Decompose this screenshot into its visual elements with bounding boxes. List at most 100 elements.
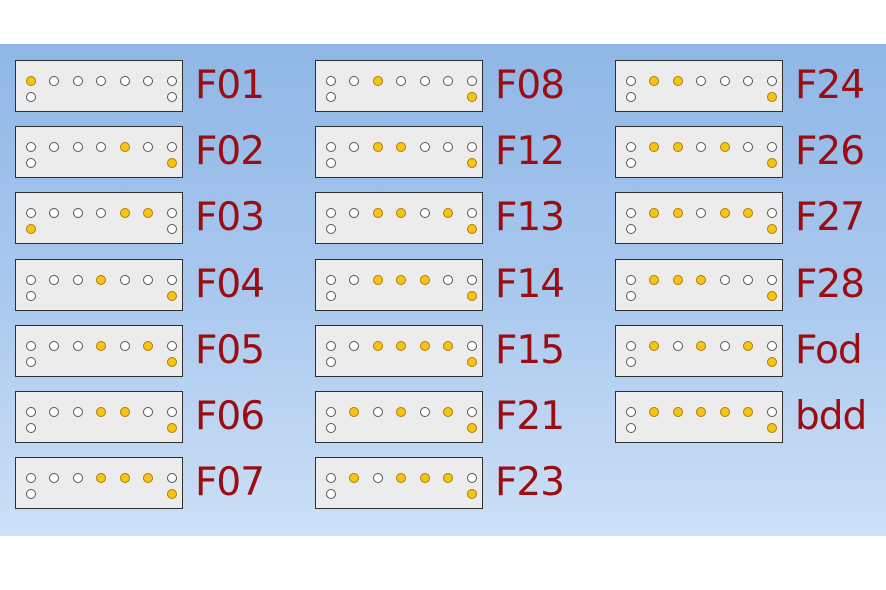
dot-filled xyxy=(466,158,477,169)
dot-filled xyxy=(766,92,777,102)
dot-filled xyxy=(396,142,406,153)
dot-filled xyxy=(719,208,730,219)
dot-empty xyxy=(419,76,430,86)
code-label: F12 xyxy=(495,129,565,175)
dot-filled xyxy=(443,340,453,351)
dot-empty xyxy=(325,423,336,433)
code-label: F01 xyxy=(195,63,265,108)
dot-filled xyxy=(166,423,177,433)
dot-empty xyxy=(25,356,36,367)
dot-empty xyxy=(466,76,477,86)
dot-empty xyxy=(72,340,83,351)
dot-filled xyxy=(419,473,430,484)
dot-filled xyxy=(143,340,153,351)
dot-empty xyxy=(49,407,59,417)
dot-filled xyxy=(466,290,477,301)
dot-empty xyxy=(396,76,406,86)
dot-empty xyxy=(72,76,83,86)
dot-empty xyxy=(325,407,336,417)
dot-pattern-box xyxy=(615,60,783,112)
dot-empty xyxy=(625,158,636,169)
dot-filled xyxy=(419,274,430,285)
dot-filled xyxy=(696,407,706,417)
dot-filled xyxy=(396,407,406,417)
dot-empty xyxy=(625,274,636,285)
dot-filled xyxy=(766,356,777,367)
dot-empty xyxy=(143,76,153,86)
dot-empty xyxy=(419,208,430,219)
dot-empty xyxy=(325,340,336,351)
dot-empty xyxy=(625,92,636,102)
code-label: F03 xyxy=(195,195,265,241)
code-block: F28 xyxy=(615,258,885,313)
dot-filled xyxy=(466,423,477,433)
dot-pattern-box xyxy=(615,192,783,245)
code-block: F12 xyxy=(315,126,585,180)
code-label: F02 xyxy=(195,129,265,175)
code-block: F21 xyxy=(315,391,585,445)
dot-empty xyxy=(49,76,59,86)
dot-filled xyxy=(743,208,753,219)
dot-filled xyxy=(649,274,659,285)
dot-filled xyxy=(672,76,683,86)
dot-filled xyxy=(649,142,659,153)
dot-empty xyxy=(166,473,177,484)
code-label: F27 xyxy=(795,195,865,241)
dot-empty xyxy=(719,340,730,351)
dot-filled xyxy=(672,407,683,417)
dot-empty xyxy=(349,340,359,351)
dot-empty xyxy=(372,407,383,417)
code-label: F21 xyxy=(495,394,565,439)
dot-pattern-box xyxy=(615,258,783,311)
dot-filled xyxy=(372,208,383,219)
dot-filled xyxy=(119,473,130,484)
dot-pattern-box xyxy=(15,126,183,179)
dot-empty xyxy=(166,92,177,102)
dot-filled xyxy=(96,340,106,351)
dot-empty xyxy=(443,142,453,153)
dot-filled xyxy=(372,340,383,351)
code-label: F13 xyxy=(495,195,565,241)
dot-pattern-box xyxy=(15,192,183,245)
dot-empty xyxy=(166,142,177,153)
dot-pattern-box xyxy=(615,324,783,377)
dot-empty xyxy=(325,356,336,367)
dot-empty xyxy=(766,76,777,86)
dot-pattern-box xyxy=(315,192,483,245)
dot-filled xyxy=(119,208,130,219)
dot-filled xyxy=(96,274,106,285)
code-block: F13 xyxy=(315,192,585,246)
dot-filled xyxy=(743,407,753,417)
dot-empty xyxy=(143,142,153,153)
dot-filled xyxy=(696,340,706,351)
dot-filled xyxy=(672,208,683,219)
dot-filled xyxy=(466,489,477,500)
dot-empty xyxy=(49,208,59,219)
dot-empty xyxy=(166,224,177,235)
dot-empty xyxy=(625,290,636,301)
code-label: F07 xyxy=(195,460,265,506)
dot-empty xyxy=(625,423,636,433)
dot-empty xyxy=(466,142,477,153)
dot-empty xyxy=(349,208,359,219)
dot-pattern-box xyxy=(15,258,183,311)
dot-filled xyxy=(166,158,177,169)
dot-filled xyxy=(649,340,659,351)
dot-empty xyxy=(766,407,777,417)
dot-empty xyxy=(96,208,106,219)
dot-filled xyxy=(119,407,130,417)
code-block: F15 xyxy=(315,324,585,379)
dot-empty xyxy=(696,142,706,153)
dot-filled xyxy=(396,208,406,219)
dot-empty xyxy=(625,407,636,417)
dot-empty xyxy=(766,208,777,219)
code-label: F15 xyxy=(495,327,565,373)
dot-pattern-box xyxy=(15,391,183,443)
dot-empty xyxy=(325,92,336,102)
code-label: F14 xyxy=(495,261,565,307)
dot-empty xyxy=(325,208,336,219)
dot-empty xyxy=(325,473,336,484)
dot-pattern-box xyxy=(315,126,483,179)
dot-filled xyxy=(466,356,477,367)
code-label: F04 xyxy=(195,261,265,307)
